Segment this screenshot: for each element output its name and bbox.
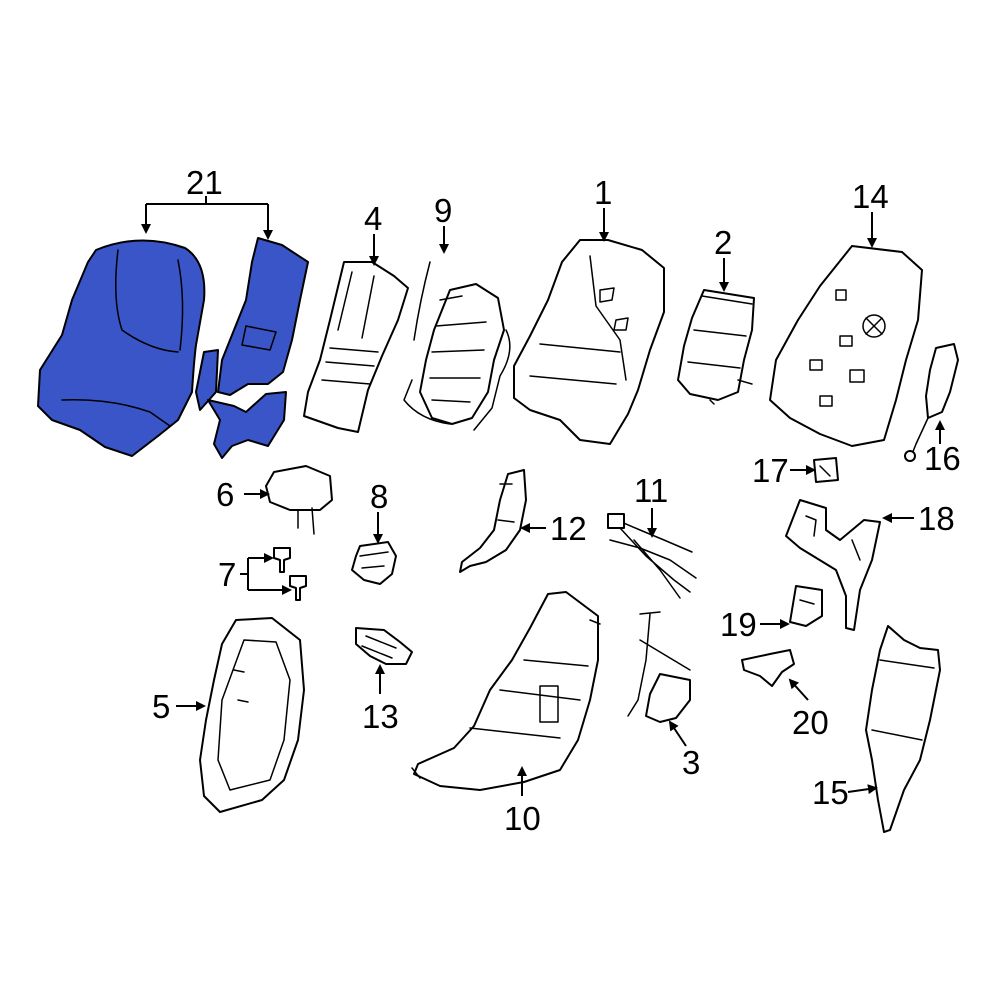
callout-6: 6 [216, 476, 234, 513]
part-12-side-bracket[interactable] [459, 469, 527, 573]
callout-10: 10 [504, 800, 541, 837]
part-21-front-cover [37, 239, 206, 457]
callout-labels: 21 4 9 1 2 14 16 6 8 7 12 11 17 18 5 13 … [152, 164, 961, 837]
callout-2: 2 [714, 224, 732, 261]
callout-19: 19 [720, 606, 757, 643]
part-18-frame-plate[interactable] [785, 499, 881, 631]
part-10-seatback-frame[interactable] [411, 591, 601, 791]
callout-8: 8 [370, 478, 388, 515]
callout-9: 9 [434, 192, 452, 229]
part-16-handle[interactable] [904, 343, 959, 462]
callout-18: 18 [918, 500, 955, 537]
callout-14: 14 [852, 178, 889, 215]
callout-5: 5 [152, 688, 170, 725]
callout-13: 13 [362, 698, 399, 735]
part-4-back-pad[interactable] [303, 261, 409, 433]
part-6-headrest[interactable] [265, 465, 333, 535]
part-7-headrest-guides[interactable] [273, 547, 307, 601]
callout-15: 15 [812, 774, 849, 811]
part-1-seatback-cushion[interactable] [513, 239, 665, 445]
part-3-recliner[interactable] [627, 611, 691, 723]
part-15-back-cover[interactable] [865, 625, 941, 833]
callout-11: 11 [634, 472, 668, 509]
part-20-clip[interactable] [741, 649, 795, 687]
part-17-clip[interactable] [813, 457, 839, 483]
part-9-lumbar-assembly[interactable] [403, 261, 511, 431]
part-2-heater-module[interactable] [677, 289, 755, 405]
part-5-back-panel[interactable] [199, 617, 305, 813]
callout-12: 12 [550, 510, 587, 547]
part-13-switch[interactable] [355, 627, 413, 665]
callout-17: 17 [752, 452, 789, 489]
callout-21: 21 [186, 164, 223, 201]
part-21-rear-cover [217, 237, 309, 396]
callout-7: 7 [218, 556, 236, 593]
callout-1: 1 [594, 174, 612, 211]
callout-16: 16 [924, 440, 961, 477]
part-8-clip[interactable] [351, 541, 397, 585]
callout-3: 3 [682, 744, 700, 781]
part-19-bracket[interactable] [789, 585, 823, 627]
callout-20: 20 [792, 704, 829, 741]
part-14-seat-back-board[interactable] [769, 245, 923, 447]
callout-4: 4 [364, 200, 382, 237]
part-21-seat-back-cover[interactable] [37, 237, 309, 459]
leader-lines [141, 196, 945, 796]
